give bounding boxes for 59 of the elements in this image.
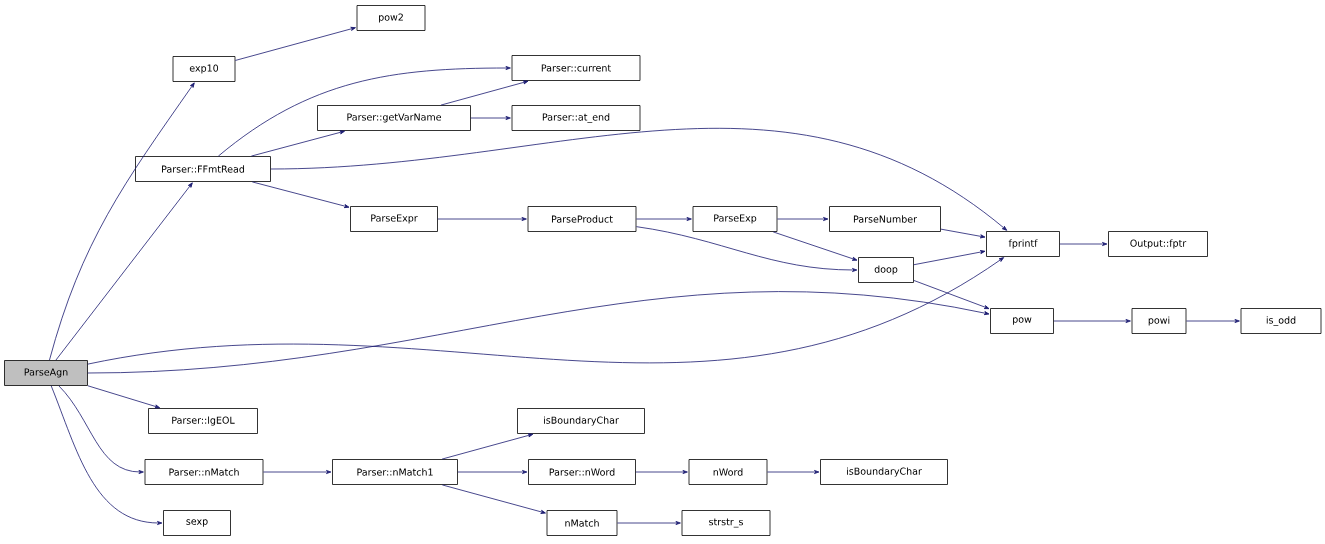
function-box: Parser::nMatch [144, 459, 264, 485]
function-box: isBoundaryChar [517, 408, 645, 434]
arrow [49, 82, 195, 361]
arrow [940, 228, 986, 239]
function-box: pow2 [356, 5, 426, 31]
arrow [437, 217, 527, 221]
function-box: doop [858, 257, 914, 283]
arrow [235, 26, 356, 61]
arrow [441, 433, 534, 460]
arrow [58, 385, 144, 474]
arrow [217, 66, 511, 157]
arrow [250, 130, 345, 157]
arrow [87, 291, 990, 374]
arrow [263, 470, 332, 474]
function-box: Output::fptr [1108, 231, 1208, 257]
arrow [1053, 319, 1131, 323]
arrow [251, 181, 350, 209]
function-box: Parser::current [511, 55, 641, 81]
function-box: pow [990, 308, 1054, 334]
arrow [767, 470, 820, 474]
function-box: ParseProduct [527, 206, 637, 232]
function-box: Parser::nMatch1 [332, 459, 458, 485]
function-box: ParseAgn [4, 360, 88, 386]
function-box: exp10 [172, 56, 236, 82]
function-box: strstr_s [681, 510, 771, 536]
function-box: ParseExp [692, 206, 778, 232]
arrow [635, 470, 688, 474]
function-box: Parser::FFmtRead [135, 156, 271, 182]
arrow [470, 116, 511, 120]
arrow [636, 217, 692, 221]
arrow [270, 127, 1008, 231]
function-box: Parser::getVarName [317, 105, 471, 131]
function-box: Parser::lgEOL [148, 408, 258, 434]
function-box: nWord [688, 459, 768, 485]
arrow [87, 385, 161, 409]
function-box: Parser::at_end [511, 105, 641, 131]
arrow [1186, 319, 1240, 323]
arrow [777, 217, 829, 221]
function-box: ParseNumber [829, 206, 941, 232]
arrow [457, 470, 528, 474]
arrow [87, 257, 1005, 365]
arrow [913, 250, 986, 266]
function-box: is_odd [1240, 308, 1322, 334]
arrow [617, 521, 681, 525]
function-box: Parser::nWord [528, 459, 636, 485]
arrow [772, 231, 858, 261]
function-box: sexp [163, 510, 231, 536]
arrow [636, 226, 858, 272]
arrow [913, 280, 990, 310]
function-box: powi [1131, 308, 1187, 334]
arrow [441, 484, 546, 514]
arrow [440, 80, 529, 106]
arrow [1059, 242, 1108, 246]
function-box: isBoundaryChar [820, 459, 948, 485]
arrow [55, 182, 193, 361]
arrow [50, 385, 163, 525]
function-box: fprintf [986, 231, 1060, 257]
function-box: nMatch [546, 510, 618, 536]
function-box: ParseExpr [350, 206, 438, 232]
